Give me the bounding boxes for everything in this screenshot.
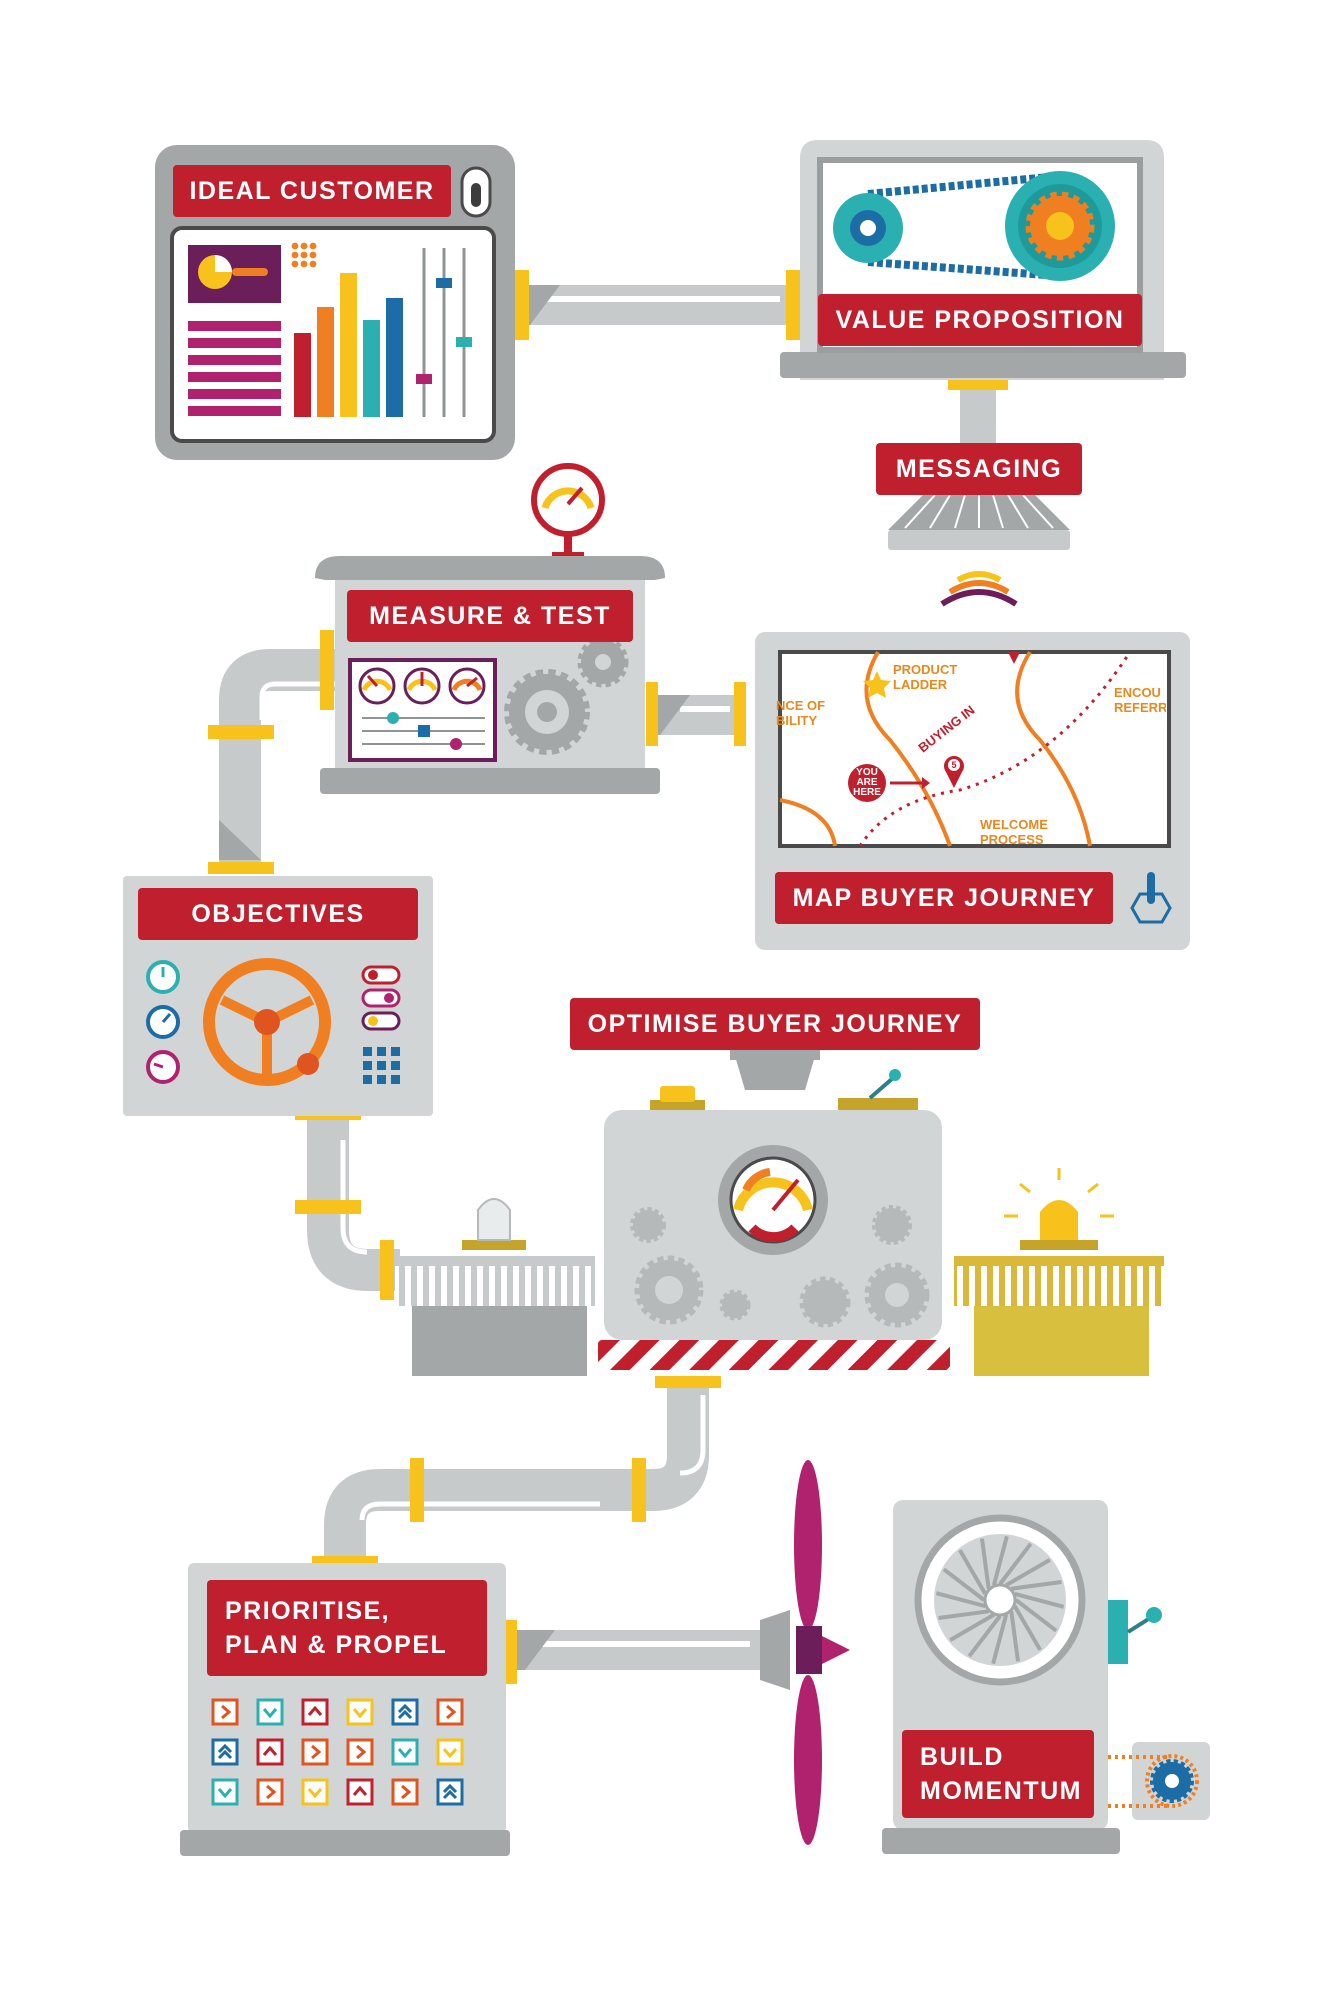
messaging-label: MESSAGING (876, 443, 1082, 495)
priority-arrow-icon (397, 1703, 413, 1720)
map-encourage-referral-text: ENCOU REFERR (1114, 685, 1166, 715)
pipe-ideal-to-value (515, 270, 800, 340)
pipe-measure-to-map (646, 682, 746, 746)
priority-arrow-icon (266, 1784, 277, 1800)
priority-tile (346, 1738, 374, 1766)
priority-arrow-icon (221, 1704, 232, 1720)
fan-blade (958, 1549, 987, 1595)
map-stage-number: 5 (951, 760, 957, 770)
map-buyer-journey-machine (755, 632, 1190, 950)
priority-arrow-icon (442, 1783, 458, 1800)
priority-tile (391, 1778, 419, 1806)
fan-blade (1014, 1591, 1065, 1609)
optimise-buyer-journey-machine (395, 1050, 1164, 1376)
priority-arrow-icon (401, 1784, 412, 1800)
fan-blade (1005, 1558, 1051, 1587)
priority-arrow-icon (262, 1708, 278, 1719)
priority-arrow-icon (397, 1748, 413, 1759)
propeller (794, 1460, 850, 1845)
pipe-optimise-to-prioritise (312, 1376, 721, 1568)
build-momentum-label: BUILD MOMENTUM (902, 1730, 1094, 1818)
fan-blade (967, 1614, 1002, 1658)
priority-arrow-icon (356, 1744, 367, 1760)
fan-blade (949, 1613, 995, 1642)
priority-tile (211, 1778, 239, 1806)
priority-tile (346, 1778, 374, 1806)
priority-arrow-icon (352, 1785, 368, 1796)
fan-blade (1014, 1598, 1058, 1633)
priority-tile (436, 1738, 464, 1766)
priority-tile (256, 1778, 284, 1806)
pipe-objectives-to-optimise (295, 1108, 400, 1300)
map-welcome-process-text: WELCOME PROCESS (980, 817, 1048, 847)
priority-tile (256, 1738, 284, 1766)
pipe-measure-to-objectives (208, 630, 335, 874)
pipe-prioritise-to-propeller (505, 1610, 790, 1690)
priority-arrow-icon (307, 1705, 323, 1716)
map-buyer-journey-label: MAP BUYER JOURNEY (775, 872, 1113, 924)
priority-arrow-icon (217, 1743, 233, 1760)
priority-arrow-icon (217, 1788, 233, 1799)
priority-tile (301, 1778, 329, 1806)
fan-blade (1009, 1611, 1021, 1662)
pipe-value-to-messaging (948, 378, 1008, 450)
fan-blade (1011, 1579, 1062, 1591)
priority-tile (301, 1698, 329, 1726)
priority-arrow-icon (262, 1745, 278, 1756)
fan-blade (979, 1538, 991, 1589)
priority-arrow-icon (311, 1744, 322, 1760)
fan-blade (938, 1609, 989, 1621)
map-you-are-here-text: YOU ARE HERE (853, 767, 881, 798)
priority-tile (436, 1698, 464, 1726)
priority-tile (301, 1738, 329, 1766)
fan-blade (991, 1614, 1009, 1665)
priority-tile (256, 1698, 284, 1726)
ideal-customer-machine (155, 145, 515, 460)
map-visibility-text: NCE OF BILITY (776, 698, 826, 728)
priority-tile (391, 1738, 419, 1766)
fan-blade (1013, 1605, 1042, 1651)
measure-test-label: MEASURE & TEST (347, 590, 633, 642)
fan-blade (935, 1591, 986, 1609)
priority-tile-grid (211, 1698, 464, 1806)
fan-blade (998, 1542, 1033, 1586)
objectives-label: OBJECTIVES (138, 888, 418, 940)
priority-arrow-icon (352, 1708, 368, 1719)
messaging-speaker (888, 490, 1070, 607)
fan-blade (942, 1567, 986, 1602)
fan-blade (991, 1535, 1009, 1586)
optimise-buyer-journey-label: OPTIMISE BUYER JOURNEY (570, 998, 980, 1050)
map-product-ladder-text: PRODUCT LADDER (893, 662, 958, 692)
priority-tile (211, 1698, 239, 1726)
priority-arrow-icon (446, 1704, 457, 1720)
ideal-customer-label: IDEAL CUSTOMER (173, 165, 451, 217)
priority-tile (346, 1698, 374, 1726)
value-proposition-label: VALUE PROPOSITION (818, 294, 1142, 346)
prioritise-plan-propel-label: PRIORITISE, PLAN & PROPEL (207, 1580, 487, 1676)
priority-arrow-icon (307, 1788, 323, 1799)
priority-arrow-icon (442, 1748, 458, 1759)
fan-blades (935, 1535, 1065, 1665)
